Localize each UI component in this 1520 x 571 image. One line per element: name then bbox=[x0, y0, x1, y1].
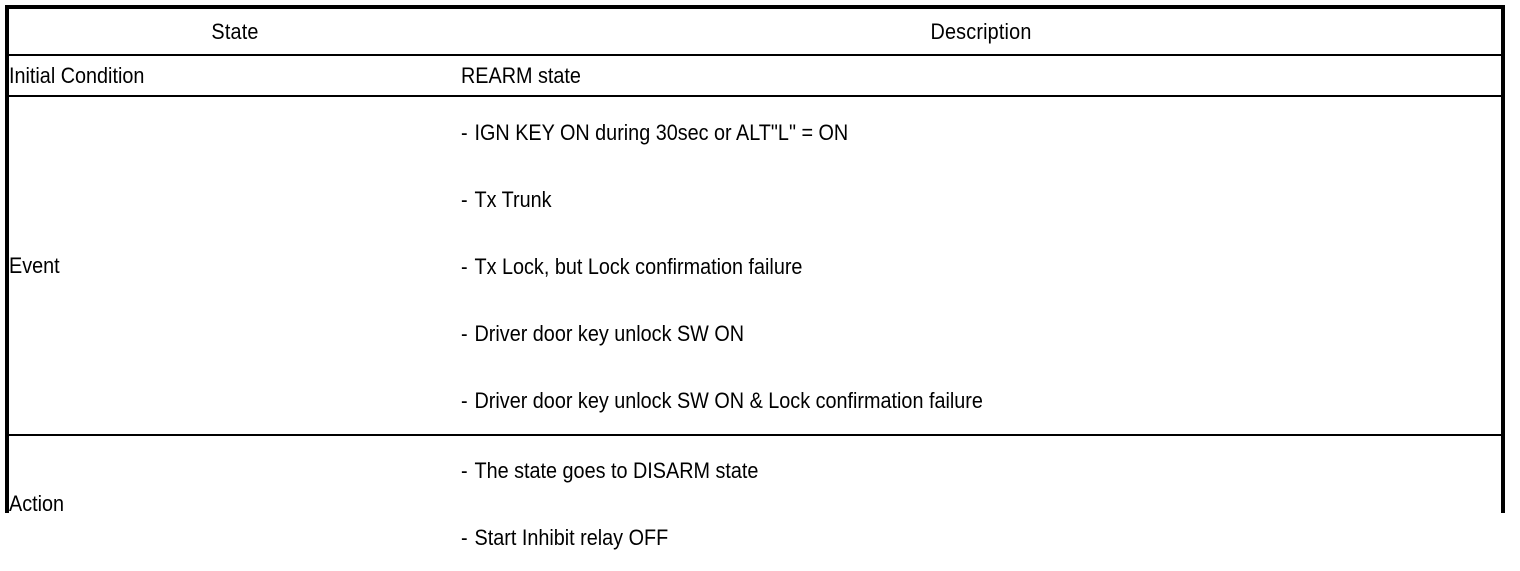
list-item: - Tx Lock, but Lock confirmation failure bbox=[461, 233, 1397, 300]
row-label-action: Action bbox=[9, 435, 461, 571]
bullet-marker: - bbox=[461, 387, 468, 413]
event-bullet-list: - IGN KEY ON during 30sec or ALT"L" = ON… bbox=[461, 99, 1501, 434]
list-item-label: Tx Trunk bbox=[474, 186, 552, 212]
action-bullet-list: - The state goes to DISARM state - Start… bbox=[461, 437, 1501, 571]
column-header-state: State bbox=[211, 18, 259, 44]
row-description-event: - IGN KEY ON during 30sec or ALT"L" = ON… bbox=[461, 96, 1501, 436]
list-item-label: The state goes to DISARM state bbox=[474, 457, 759, 483]
bullet-marker: - bbox=[461, 457, 468, 483]
list-item-label: Start Inhibit relay OFF bbox=[474, 524, 669, 550]
bullet-marker: - bbox=[461, 320, 468, 346]
state-label: Event bbox=[9, 252, 60, 278]
list-item: - The state goes to DISARM state bbox=[461, 437, 1397, 504]
list-item-label: Driver door key unlock SW ON bbox=[474, 320, 745, 346]
header-cell-state: State bbox=[9, 9, 461, 56]
row-label-event: Event bbox=[9, 96, 461, 436]
row-description-initial-condition: REARM state bbox=[461, 55, 1501, 97]
list-item: - Driver door key unlock SW ON bbox=[461, 300, 1397, 367]
list-item: - Start Inhibit relay OFF bbox=[461, 504, 1397, 571]
state-label: Initial Condition bbox=[9, 62, 145, 88]
column-header-description: Description bbox=[930, 18, 1032, 44]
list-item: - Tx Trunk bbox=[461, 166, 1397, 233]
table: State Description Initial Condition REAR… bbox=[9, 9, 1501, 571]
table-row: Initial Condition REARM state bbox=[9, 55, 1501, 97]
table-row: Action - The state goes to DISARM state … bbox=[9, 435, 1501, 571]
table-header-row: State Description bbox=[9, 9, 1501, 56]
table-row: Event - IGN KEY ON during 30sec or ALT"L… bbox=[9, 96, 1501, 436]
header-cell-description: Description bbox=[461, 9, 1501, 56]
description-line: REARM state bbox=[461, 62, 581, 88]
row-description-action: - The state goes to DISARM state - Start… bbox=[461, 435, 1501, 571]
row-label-initial-condition: Initial Condition bbox=[9, 55, 461, 97]
list-item-label: Tx Lock, but Lock confirmation failure bbox=[474, 253, 803, 279]
bullet-marker: - bbox=[461, 186, 468, 212]
list-item-label: Driver door key unlock SW ON & Lock conf… bbox=[474, 387, 983, 413]
bullet-marker: - bbox=[461, 119, 468, 145]
list-item: - Driver door key unlock SW ON & Lock co… bbox=[461, 367, 1397, 434]
list-item-label: IGN KEY ON during 30sec or ALT"L" = ON bbox=[474, 119, 849, 145]
state-description-table: State Description Initial Condition REAR… bbox=[5, 5, 1505, 571]
list-item: - IGN KEY ON during 30sec or ALT"L" = ON bbox=[461, 99, 1397, 166]
bullet-marker: - bbox=[461, 253, 468, 279]
state-label: Action bbox=[9, 490, 65, 516]
bullet-marker: - bbox=[461, 524, 468, 550]
